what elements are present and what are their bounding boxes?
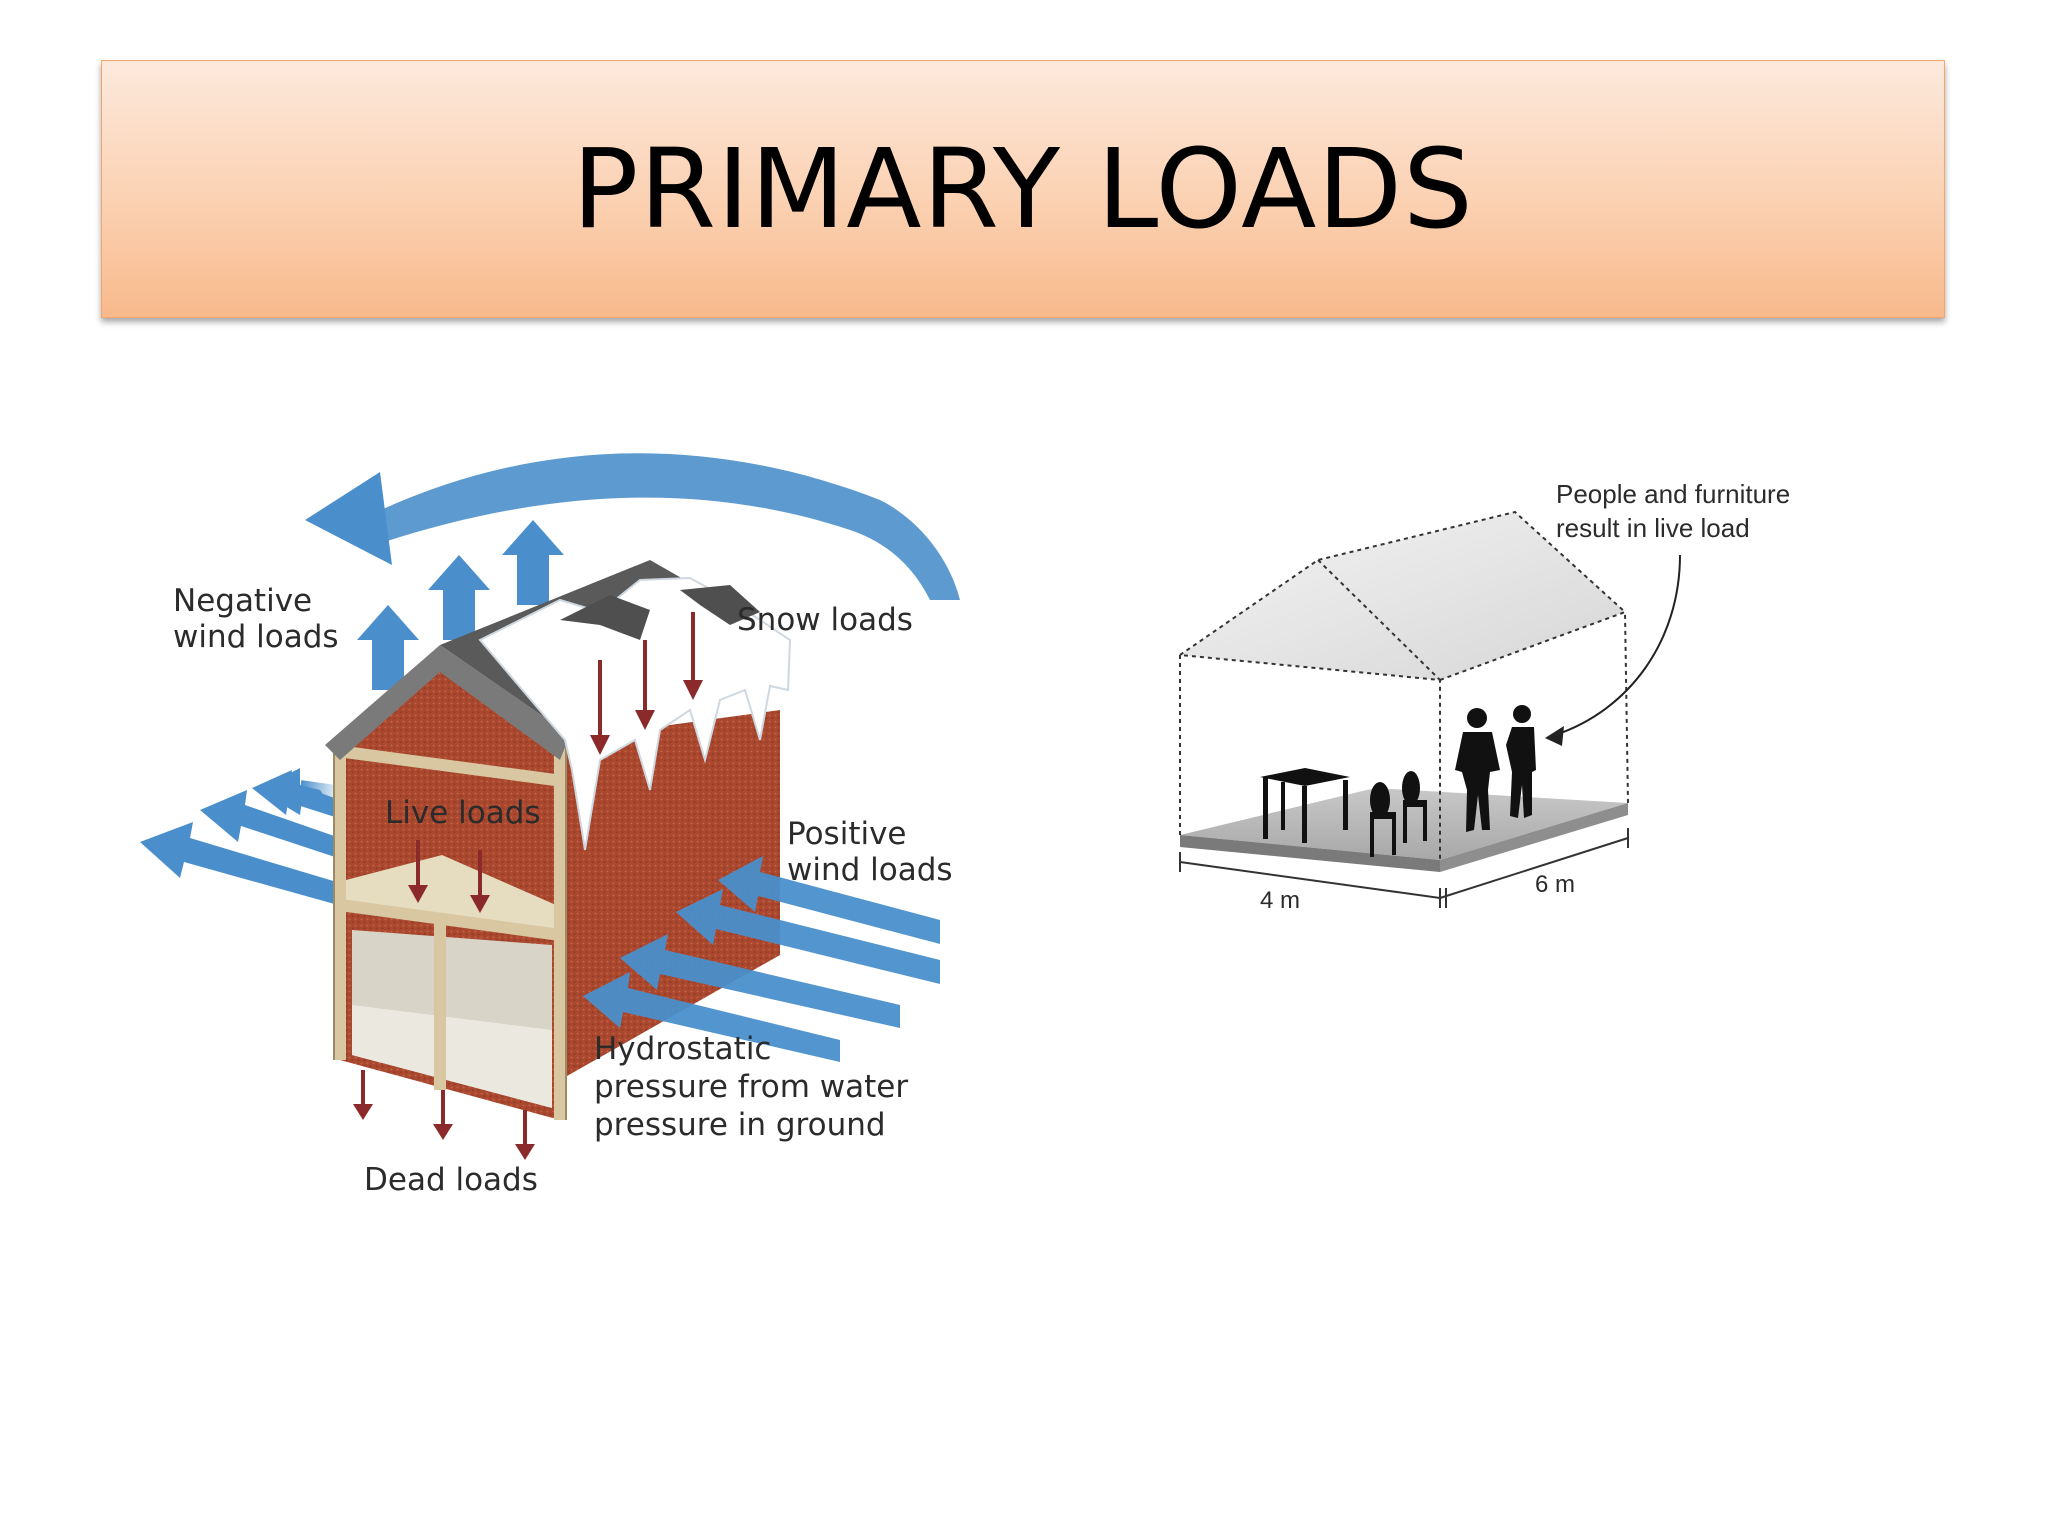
upper-floor-slab xyxy=(346,855,556,935)
positive-wind-arrows xyxy=(583,856,940,1062)
label-negative-wind-2: wind loads xyxy=(173,619,339,655)
label-positive-wind-1: Positive xyxy=(787,816,907,852)
left-wind-arrows xyxy=(140,768,343,905)
label-hydrostatic-2: pressure from water xyxy=(594,1069,908,1105)
annotation-line-2: result in live load xyxy=(1556,513,1750,543)
table-icon xyxy=(1260,768,1350,843)
annotation-line-1: People and furniture xyxy=(1556,479,1790,509)
house-loads-diagram: Negative wind loads Snow loads Live load… xyxy=(140,453,960,1198)
upward-wind-arrows xyxy=(357,520,564,690)
people-icon xyxy=(1455,705,1536,832)
negative-wind-curve-arrow xyxy=(360,453,960,600)
label-hydrostatic-3: pressure in ground xyxy=(594,1107,886,1143)
room-roof xyxy=(1180,512,1625,680)
dead-load-arrows xyxy=(353,1070,535,1160)
label-dead-loads: Dead loads xyxy=(364,1162,538,1198)
roof-front-edge xyxy=(325,645,570,760)
label-hydrostatic-1: Hydrostatic xyxy=(594,1031,771,1067)
annotation-pointer-arrow xyxy=(1554,554,1681,736)
dimension-width-label: 4 m xyxy=(1260,887,1300,914)
label-positive-wind-2: wind loads xyxy=(787,852,953,888)
chair-icon xyxy=(1370,771,1427,857)
room-live-load-diagram: People and furniture result in live load… xyxy=(1179,479,1790,914)
snow-load-arrows xyxy=(590,612,703,755)
dimension-depth-label: 6 m xyxy=(1535,871,1575,898)
label-negative-wind-1: Negative xyxy=(173,583,312,619)
snow-on-roof xyxy=(478,576,792,851)
dimension-lines xyxy=(1179,828,1629,908)
label-live-loads: Live loads xyxy=(385,795,541,831)
room-dashed-outline xyxy=(1179,510,1629,860)
negative-wind-curve-arrowhead xyxy=(305,472,392,565)
title-bar: PRIMARY LOADS xyxy=(101,60,1945,318)
label-snow-loads: Snow loads xyxy=(737,602,913,638)
live-load-arrows xyxy=(408,840,490,913)
slide-title: PRIMARY LOADS xyxy=(572,125,1474,253)
